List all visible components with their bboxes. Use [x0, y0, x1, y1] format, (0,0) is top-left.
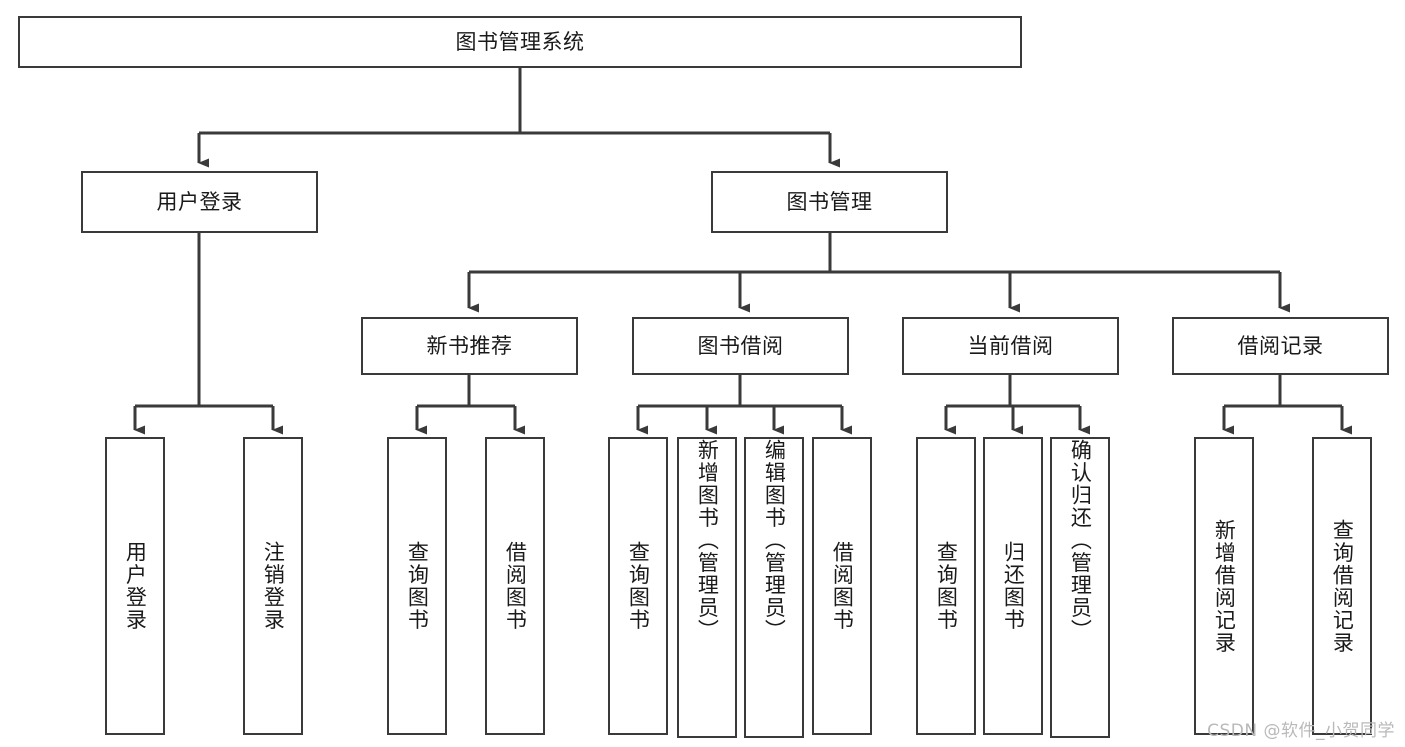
- node-leaf-add-book[interactable]: 新增图书（管理员）: [677, 437, 737, 738]
- node-leaf-borrow-book-2[interactable]: 借阅图书: [812, 437, 872, 735]
- node-leaf-user-login[interactable]: 用户登录: [105, 437, 165, 735]
- node-leaf-query-record-label: 查询借阅记录: [1330, 518, 1355, 654]
- node-leaf-query-book-2[interactable]: 查询图书: [608, 437, 668, 735]
- node-leaf-logout-login[interactable]: 注销登录: [243, 437, 303, 735]
- node-root[interactable]: 图书管理系统: [18, 16, 1022, 68]
- node-book-manage-label: 图书管理: [786, 189, 873, 214]
- node-leaf-borrow-book-1-label: 借阅图书: [503, 541, 528, 631]
- node-leaf-add-book-label: 新增图书（管理员）: [695, 439, 720, 642]
- node-leaf-return-book[interactable]: 归还图书: [983, 437, 1043, 735]
- node-leaf-query-book-2-label: 查询图书: [626, 541, 651, 631]
- node-leaf-confirm-return[interactable]: 确认归还（管理员）: [1050, 437, 1110, 738]
- node-leaf-borrow-book-1[interactable]: 借阅图书: [485, 437, 545, 735]
- node-leaf-edit-book[interactable]: 编辑图书（管理员）: [744, 437, 804, 738]
- node-leaf-query-record[interactable]: 查询借阅记录: [1312, 437, 1372, 735]
- node-leaf-query-book-1[interactable]: 查询图书: [387, 437, 447, 735]
- node-borrow-records[interactable]: 借阅记录: [1172, 317, 1389, 375]
- csdn-watermark: CSDN @软件_小贺同学: [1207, 721, 1395, 741]
- node-leaf-return-book-label: 归还图书: [1001, 541, 1026, 631]
- node-leaf-borrow-book-2-label: 借阅图书: [830, 541, 855, 631]
- node-new-book-recommend-label: 新书推荐: [426, 333, 513, 358]
- node-book-manage[interactable]: 图书管理: [711, 171, 948, 233]
- node-leaf-query-book-3-label: 查询图书: [934, 541, 959, 631]
- node-user-login[interactable]: 用户登录: [81, 171, 318, 233]
- node-leaf-add-record-label: 新增借阅记录: [1212, 518, 1237, 654]
- node-leaf-logout-login-label: 注销登录: [261, 541, 286, 631]
- node-leaf-user-login-label: 用户登录: [123, 541, 148, 631]
- node-leaf-confirm-return-label: 确认归还（管理员）: [1068, 439, 1093, 642]
- node-current-borrow[interactable]: 当前借阅: [902, 317, 1119, 375]
- node-book-borrow[interactable]: 图书借阅: [632, 317, 849, 375]
- node-leaf-query-book-1-label: 查询图书: [405, 541, 430, 631]
- node-new-book-recommend[interactable]: 新书推荐: [361, 317, 578, 375]
- node-borrow-records-label: 借阅记录: [1237, 333, 1324, 358]
- node-current-borrow-label: 当前借阅: [967, 333, 1054, 358]
- node-leaf-edit-book-label: 编辑图书（管理员）: [762, 439, 787, 642]
- node-user-login-label: 用户登录: [156, 189, 243, 214]
- node-leaf-add-record[interactable]: 新增借阅记录: [1194, 437, 1254, 735]
- node-leaf-query-book-3[interactable]: 查询图书: [916, 437, 976, 735]
- node-root-label: 图书管理系统: [455, 29, 585, 54]
- node-book-borrow-label: 图书借阅: [697, 333, 784, 358]
